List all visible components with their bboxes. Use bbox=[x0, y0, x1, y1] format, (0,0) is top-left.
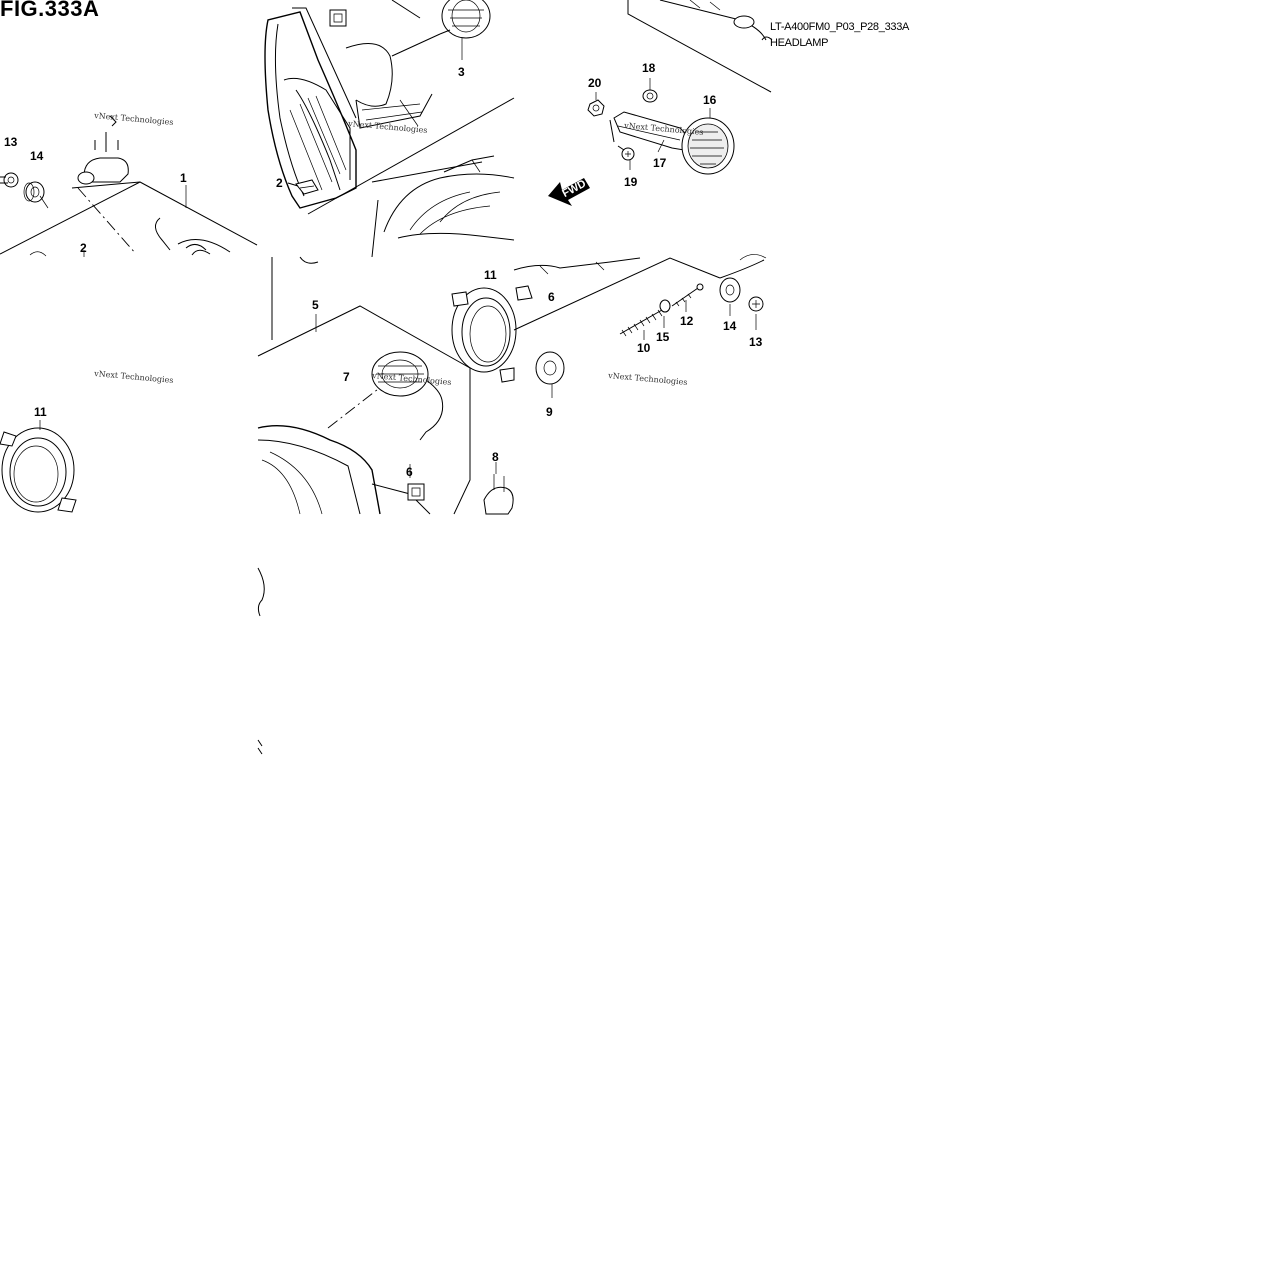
clip-2-top bbox=[287, 179, 319, 195]
tile-middle-left bbox=[0, 420, 77, 513]
callout-20: 20 bbox=[588, 76, 602, 90]
callout-5: 5 bbox=[312, 298, 319, 312]
fwd-arrow-icon bbox=[548, 178, 590, 206]
callout-labels: 13 14 1 2 2 3 20 18 16 17 19 11 6 12 14 … bbox=[4, 61, 763, 479]
callout-18: 18 bbox=[642, 61, 656, 75]
washer-15 bbox=[659, 299, 671, 313]
watermark-2: vNext Technologies bbox=[347, 119, 428, 135]
nut-20 bbox=[587, 99, 605, 117]
screw-13-top-left bbox=[0, 172, 19, 188]
grommet-14-right bbox=[719, 277, 741, 303]
adjust-screw-12 bbox=[671, 283, 704, 307]
callout-11-left: 11 bbox=[34, 405, 47, 419]
tile-top-right: FWD bbox=[548, 0, 773, 206]
watermark-4: vNext Technologies bbox=[93, 369, 174, 385]
watermark-1: vNext Technologies bbox=[93, 111, 174, 127]
callout-9: 9 bbox=[546, 405, 553, 419]
callout-3: 3 bbox=[458, 65, 465, 79]
callout-14-right: 14 bbox=[723, 319, 737, 333]
callout-1: 1 bbox=[180, 171, 187, 185]
callout-12: 12 bbox=[680, 314, 694, 328]
nut-18 bbox=[642, 89, 658, 103]
callout-11-center: 11 bbox=[484, 268, 497, 282]
washer-9 bbox=[535, 351, 565, 385]
lock-ring-11-center bbox=[451, 287, 517, 383]
spring-10 bbox=[619, 309, 663, 337]
tile-top-middle bbox=[264, 0, 515, 258]
callout-15: 15 bbox=[656, 330, 670, 344]
grommet-14-top-left bbox=[23, 181, 45, 203]
callout-6-middle: 6 bbox=[548, 290, 555, 304]
reflector-16 bbox=[681, 117, 735, 175]
figure-title: FIG.333A bbox=[0, 0, 100, 21]
lock-ring-11-left bbox=[0, 427, 77, 513]
callout-16: 16 bbox=[703, 93, 717, 107]
callout-6-lower: 6 bbox=[406, 465, 413, 479]
socket-7 bbox=[371, 351, 444, 441]
callout-8: 8 bbox=[492, 450, 499, 464]
callout-2-left: 2 bbox=[80, 241, 87, 255]
callout-13-right: 13 bbox=[749, 335, 763, 349]
headlamp-bulb-top-left bbox=[77, 115, 129, 185]
clip-6-middle bbox=[515, 285, 533, 301]
watermarks: vNext Technologies vNext Technologies vN… bbox=[93, 111, 704, 387]
tile-center bbox=[257, 256, 514, 515]
screw-19 bbox=[617, 145, 635, 161]
callout-17: 17 bbox=[653, 156, 667, 170]
socket-3 bbox=[441, 0, 491, 39]
callout-7: 7 bbox=[343, 370, 350, 384]
bracket-6-lower bbox=[407, 483, 425, 501]
bulb-8 bbox=[483, 474, 514, 515]
callout-19: 19 bbox=[624, 175, 638, 189]
watermark-6: vNext Technologies bbox=[607, 371, 688, 387]
callout-14-top-left: 14 bbox=[30, 149, 44, 163]
tile-middle-right bbox=[451, 254, 767, 398]
tile-top-left bbox=[0, 115, 258, 257]
figure-caption: HEADLAMP bbox=[770, 37, 829, 49]
figure-code: LT-A400FM0_P03_P28_333A bbox=[770, 21, 910, 33]
callout-10: 10 bbox=[637, 341, 651, 355]
fwd-label: FWD bbox=[560, 178, 588, 200]
callout-13-top-left: 13 bbox=[4, 135, 18, 149]
callout-2-top: 2 bbox=[276, 176, 283, 190]
lower-fragments bbox=[257, 567, 265, 755]
screw-13-right bbox=[748, 296, 764, 312]
